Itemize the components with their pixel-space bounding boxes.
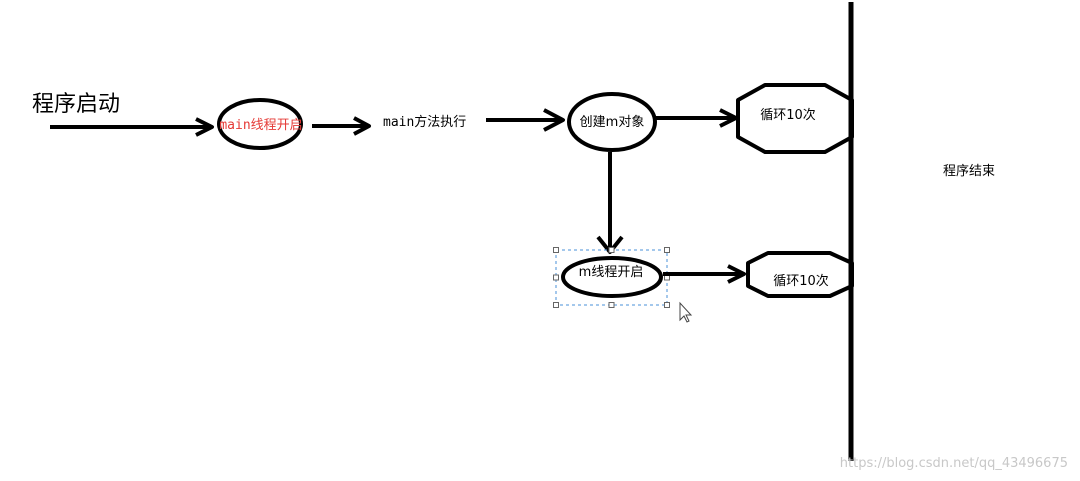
selection-handle-tl[interactable] xyxy=(553,247,559,253)
selection-handle-tm[interactable] xyxy=(608,247,615,253)
arrow-start-to-main-thread xyxy=(50,117,214,137)
selection-handle-bm[interactable] xyxy=(608,302,615,308)
watermark-text: https://blog.csdn.net/qq_43496675 xyxy=(840,456,1068,471)
node-m-thread-start[interactable]: m线程开启 xyxy=(561,256,663,298)
selection-handle-tr[interactable] xyxy=(664,247,670,253)
selection-box[interactable] xyxy=(553,247,670,308)
loop-top-label: 循环10次 xyxy=(760,107,816,123)
arrow-create-m-to-loop-top xyxy=(656,108,738,128)
mouse-cursor-icon xyxy=(679,301,693,323)
arrow-method-to-create-m xyxy=(486,108,565,132)
m-thread-start-label: m线程开启 xyxy=(579,265,644,280)
arrow-m-thread-to-loop-bottom xyxy=(663,264,746,284)
node-main-thread-start[interactable]: main线程开启 xyxy=(217,98,303,150)
program-end-label: 程序结束 xyxy=(943,164,995,179)
selection-handle-bl[interactable] xyxy=(553,302,559,308)
node-create-m-object[interactable]: 创建m对象 xyxy=(567,92,657,152)
arrow-create-m-to-m-thread xyxy=(596,152,624,254)
main-method-exec-label: main方法执行 xyxy=(383,114,466,130)
loop-bottom-label: 循环10次 xyxy=(773,273,829,289)
selection-handle-ml[interactable] xyxy=(553,274,559,281)
title-text: 程序启动 xyxy=(32,92,120,117)
selection-handle-br[interactable] xyxy=(664,302,670,308)
node-loop-bottom[interactable]: 循环10次 xyxy=(746,251,854,298)
create-m-object-label: 创建m对象 xyxy=(580,115,645,130)
node-loop-top[interactable]: 循环10次 xyxy=(736,83,854,154)
arrow-main-thread-to-method xyxy=(312,116,371,136)
main-thread-start-label: main线程开启 xyxy=(219,118,302,133)
